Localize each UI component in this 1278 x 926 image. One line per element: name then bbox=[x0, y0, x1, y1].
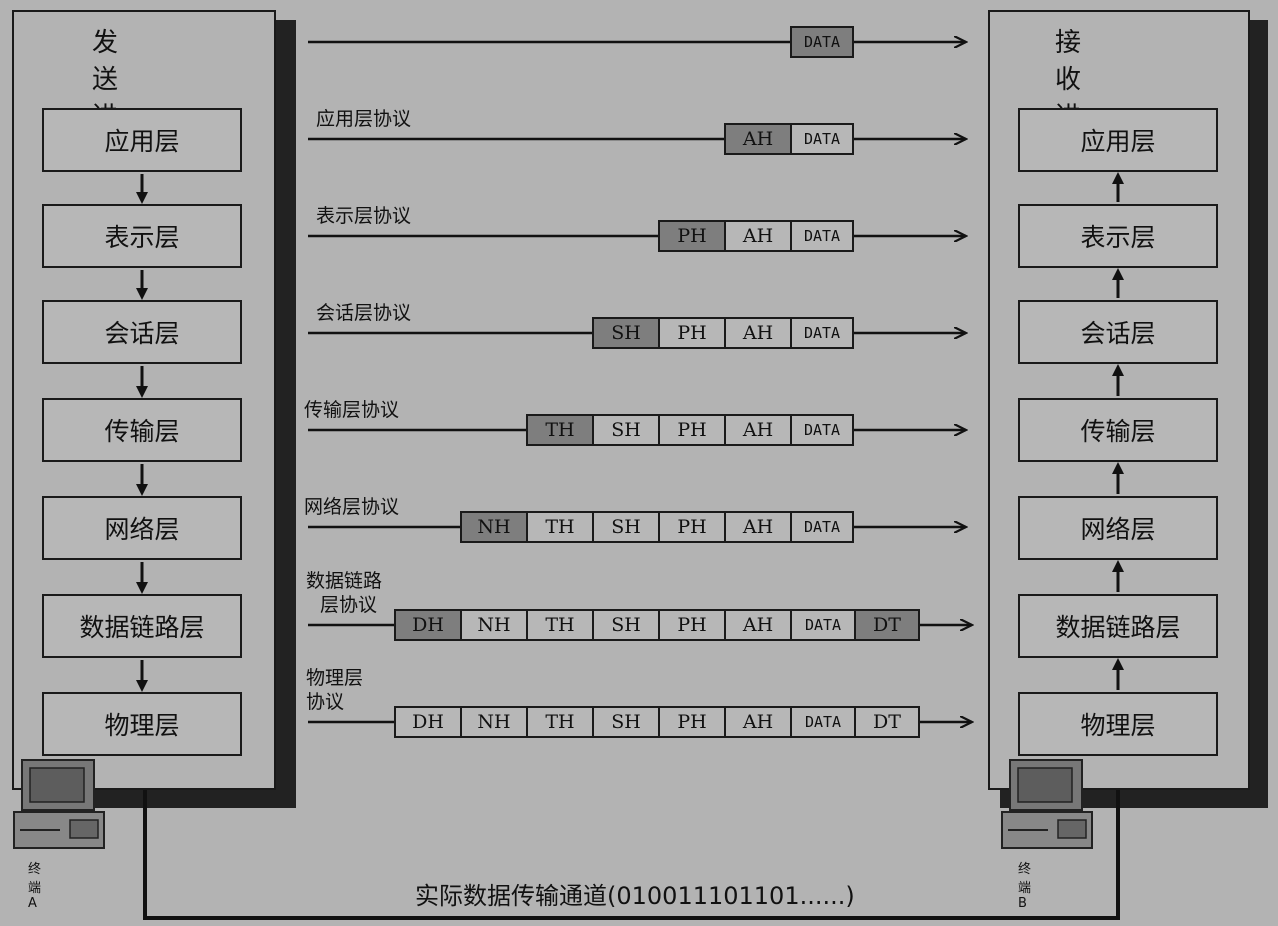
packet-cell-nh: NH bbox=[460, 511, 528, 543]
terminal-a-label: 终端A bbox=[28, 862, 42, 911]
packet-cell-dt: DT bbox=[854, 609, 920, 641]
packet-cell-th: TH bbox=[526, 414, 594, 446]
packet-cell-data: DATA bbox=[790, 511, 854, 543]
sender-layer-6: 数据链路层 bbox=[42, 594, 242, 658]
packet-cell-dt: DT bbox=[854, 706, 920, 738]
sender-layer-7: 物理层 bbox=[42, 692, 242, 756]
packet-cell-ah: AH bbox=[724, 511, 792, 543]
packet-cell-dh: DH bbox=[394, 609, 462, 641]
protocol-label: 表示层协议 bbox=[316, 205, 412, 227]
packet-cell-ph: PH bbox=[658, 414, 726, 446]
receiver-layer-4: 传输层 bbox=[1018, 398, 1218, 462]
receiver-layer-2: 表示层 bbox=[1018, 204, 1218, 268]
packet-cell-sh: SH bbox=[592, 609, 660, 641]
packet-cell-sh: SH bbox=[592, 511, 660, 543]
protocol-label: 应用层协议 bbox=[316, 108, 412, 130]
receiver-panel bbox=[988, 10, 1250, 790]
packet-cell-data: DATA bbox=[790, 26, 854, 58]
protocol-label: 会话层协议 bbox=[316, 302, 412, 324]
sender-layer-3: 会话层 bbox=[42, 300, 242, 364]
packet-cell-th: TH bbox=[526, 511, 594, 543]
sender-layer-2: 表示层 bbox=[42, 204, 242, 268]
terminal-b-label: 终端B bbox=[1018, 862, 1032, 911]
sender-layer-1: 应用层 bbox=[42, 108, 242, 172]
packet-cell-ph: PH bbox=[658, 220, 726, 252]
packet-cell-data: DATA bbox=[790, 220, 854, 252]
packet-cell-ah: AH bbox=[724, 220, 792, 252]
receiver-layer-6: 数据链路层 bbox=[1018, 594, 1218, 658]
packet-cell-th: TH bbox=[526, 706, 594, 738]
physical-channel-line bbox=[143, 790, 1120, 920]
packet-cell-th: TH bbox=[526, 609, 594, 641]
packet-cell-nh: NH bbox=[460, 706, 528, 738]
packet-cell-data: DATA bbox=[790, 706, 856, 738]
computer-icon-a bbox=[13, 759, 105, 849]
packet-cell-ah: AH bbox=[724, 609, 792, 641]
packet-cell-ah: AH bbox=[724, 317, 792, 349]
packet-cell-sh: SH bbox=[592, 706, 660, 738]
receiver-panel-shadow bbox=[1000, 20, 1268, 808]
sender-layer-5: 网络层 bbox=[42, 496, 242, 560]
packet-cell-ah: AH bbox=[724, 706, 792, 738]
protocol-label: 物理层协议 bbox=[306, 667, 364, 713]
protocol-label: 数据链路层协议 bbox=[306, 570, 383, 616]
protocol-label: 网络层协议 bbox=[304, 496, 400, 518]
protocol-label: 传输层协议 bbox=[304, 399, 400, 421]
computer-icon-b bbox=[1001, 759, 1093, 849]
receiver-layer-7: 物理层 bbox=[1018, 692, 1218, 756]
sender-panel-shadow bbox=[30, 20, 296, 808]
packet-cell-sh: SH bbox=[592, 317, 660, 349]
sender-panel bbox=[12, 10, 276, 790]
packet-cell-ph: PH bbox=[658, 511, 726, 543]
receiver-layer-5: 网络层 bbox=[1018, 496, 1218, 560]
packet-cell-ph: PH bbox=[658, 609, 726, 641]
channel-label: 实际数据传输通道(010011101101......) bbox=[415, 882, 855, 910]
packet-cell-dh: DH bbox=[394, 706, 462, 738]
packet-cell-nh: NH bbox=[460, 609, 528, 641]
sender-layer-4: 传输层 bbox=[42, 398, 242, 462]
packet-cell-ph: PH bbox=[658, 706, 726, 738]
packet-cell-sh: SH bbox=[592, 414, 660, 446]
packet-cell-data: DATA bbox=[790, 609, 856, 641]
packet-cell-ah: AH bbox=[724, 414, 792, 446]
receiver-layer-1: 应用层 bbox=[1018, 108, 1218, 172]
packet-cell-ah: AH bbox=[724, 123, 792, 155]
packet-cell-data: DATA bbox=[790, 317, 854, 349]
receiver-layer-3: 会话层 bbox=[1018, 300, 1218, 364]
packet-cell-data: DATA bbox=[790, 414, 854, 446]
packet-cell-ph: PH bbox=[658, 317, 726, 349]
packet-cell-data: DATA bbox=[790, 123, 854, 155]
